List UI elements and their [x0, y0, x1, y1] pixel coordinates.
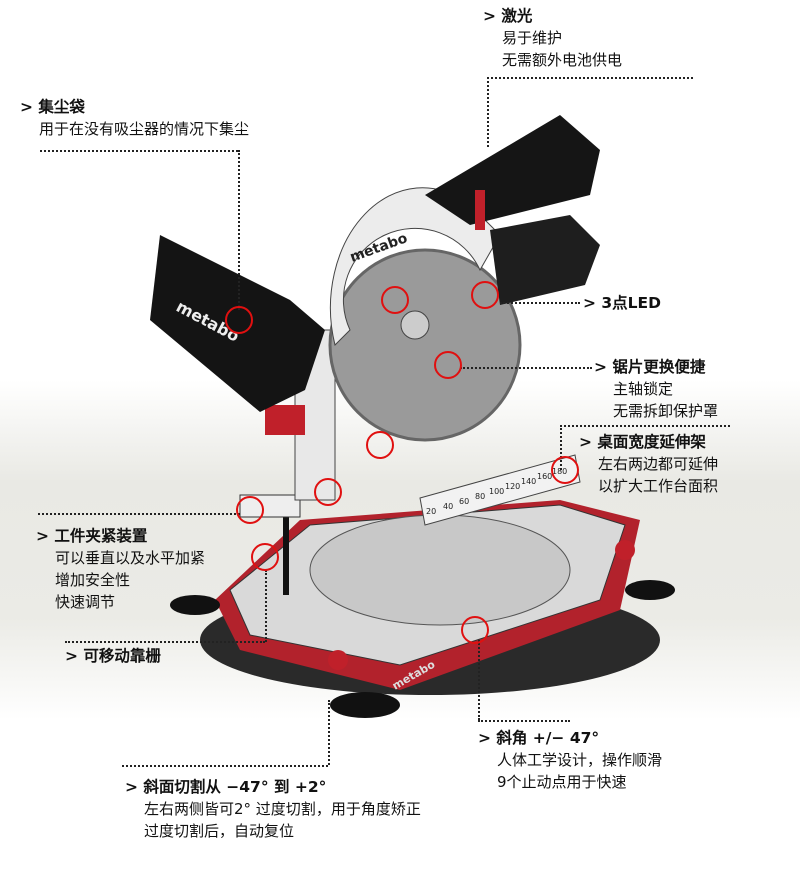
leader-line: [500, 302, 580, 304]
annotation-line: 左右两侧皆可2° 过度切割，用于角度矫正: [144, 800, 421, 818]
annotation-title: 可移动靠栅: [65, 645, 161, 667]
annotation-miter: 斜角 +/− 47° 人体工学设计，操作顺滑 9个止动点用于快速: [478, 727, 662, 793]
saw-foot: [330, 692, 400, 718]
leader-line: [38, 513, 240, 515]
scale-label: 160: [537, 472, 552, 481]
scale-label: 120: [505, 482, 520, 491]
scale-label: 60: [459, 497, 469, 506]
highlight-ring-clamp: [236, 496, 264, 524]
annotation-laser: 激光 易于维护 无需额外电池供电: [483, 5, 622, 71]
motor: [490, 215, 600, 305]
highlight-ring-arm: [366, 431, 394, 459]
annotation-title: 激光: [483, 5, 622, 27]
leader-line: [478, 720, 570, 722]
leader-line: [328, 700, 330, 765]
annotation-line: 过度切割后，自动复位: [144, 822, 295, 840]
annotation-line: 增加安全性: [55, 571, 131, 589]
annotation-title: 工件夹紧装置: [36, 525, 205, 547]
leader-line: [560, 425, 730, 427]
annotation-dust-bag: 集尘袋 用于在没有吸尘器的情况下集尘: [20, 96, 249, 140]
leader-line: [560, 425, 562, 470]
scale-label: 100: [489, 487, 504, 496]
annotation-bevel: 斜面切割从 −47° 到 +2° 左右两侧皆可2° 过度切割，用于角度矫正 过度…: [125, 776, 421, 842]
annotation-clamp: 工件夹紧装置 可以垂直以及水平加紧 增加安全性 快速调节: [36, 525, 205, 613]
clamp-knob: [615, 540, 635, 560]
highlight-ring-extension: [551, 456, 579, 484]
annotation-title: 桌面宽度延伸架: [579, 431, 718, 453]
blade-guard: [329, 187, 501, 346]
annotation-line: 人体工学设计，操作顺滑: [497, 751, 663, 769]
scale-label: 80: [475, 492, 485, 501]
motor-housing: [425, 115, 600, 225]
highlight-ring-blade: [381, 286, 409, 314]
annotation-title: 3点LED: [583, 292, 661, 314]
leader-line: [487, 77, 489, 147]
leader-line: [460, 367, 592, 369]
annotation-table-extension: 桌面宽度延伸架 左右两边都可延伸 以扩大工作台面积: [579, 431, 718, 497]
leader-line: [65, 641, 265, 643]
annotation-line: 主轴锁定: [613, 380, 674, 398]
annotation-line: 左右两边都可延伸: [598, 455, 719, 473]
annotation-fence: 可移动靠栅: [65, 645, 161, 667]
scale-label: 140: [521, 477, 536, 486]
annotation-title: 集尘袋: [20, 96, 249, 118]
annotation-line: 易于维护: [502, 29, 563, 47]
blade-hub: [400, 310, 430, 340]
annotation-line: 9个止动点用于快速: [497, 773, 627, 791]
annotation-line: 可以垂直以及水平加紧: [55, 549, 206, 567]
annotation-title: 斜角 +/− 47°: [478, 727, 662, 749]
table-extension-scale: [419, 454, 581, 526]
annotation-line: 快速调节: [55, 593, 116, 611]
annotation-title: 斜面切割从 −47° 到 +2°: [125, 776, 421, 798]
scale-label: 40: [443, 502, 453, 511]
leader-line: [478, 640, 480, 720]
highlight-ring-dust-bag: [225, 306, 253, 334]
handle-red: [475, 190, 485, 230]
highlight-ring-spindle: [434, 351, 462, 379]
highlight-ring-miter: [461, 616, 489, 644]
saw-arm-red: [265, 405, 305, 435]
annotation-title: 锯片更换便捷: [594, 356, 718, 378]
saw-blade: [328, 248, 522, 442]
scale-label: 20: [426, 507, 436, 516]
leader-line: [265, 570, 267, 642]
annotation-line: 无需额外电池供电: [502, 51, 623, 69]
saw-foot: [625, 580, 675, 600]
leader-line: [487, 77, 693, 79]
turntable: [309, 514, 571, 626]
saw-foot: [170, 595, 220, 615]
annotation-line: 无需拆卸保护罩: [613, 402, 719, 420]
clamp-rod: [283, 500, 289, 595]
annotation-led: 3点LED: [583, 292, 661, 314]
highlight-ring-fence: [314, 478, 342, 506]
clamp-knob: [328, 650, 348, 670]
highlight-ring-clamp-2: [251, 543, 279, 571]
highlight-ring-led: [471, 281, 499, 309]
leader-line: [238, 150, 240, 310]
leader-line: [40, 150, 238, 152]
leader-line: [122, 765, 328, 767]
annotation-blade-change: 锯片更换便捷 主轴锁定 无需拆卸保护罩: [594, 356, 718, 422]
annotation-line: 用于在没有吸尘器的情况下集尘: [39, 120, 250, 138]
annotation-line: 以扩大工作台面积: [598, 477, 719, 495]
